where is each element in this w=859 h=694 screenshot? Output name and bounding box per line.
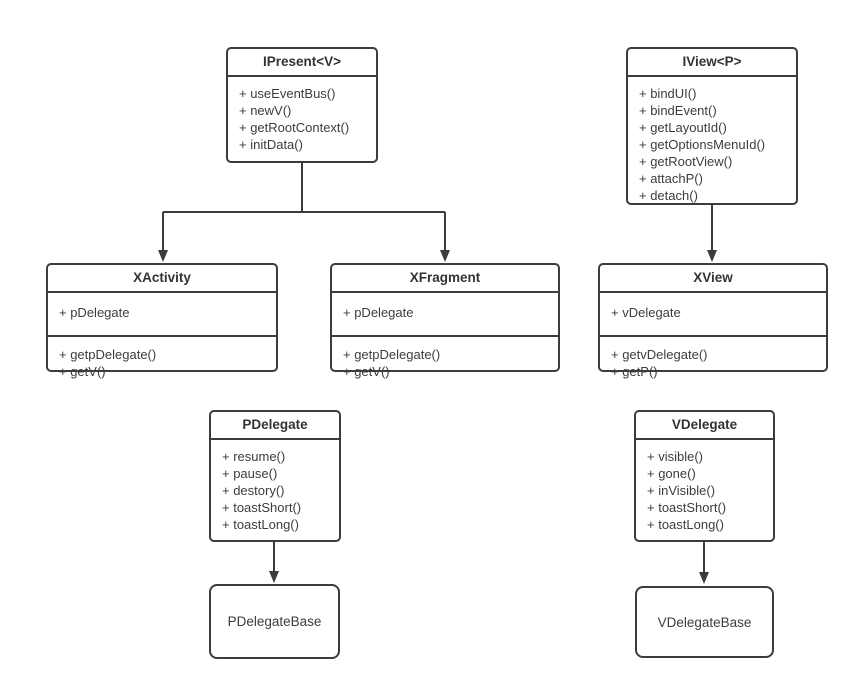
method: + bindEvent() <box>639 103 717 118</box>
attribute: + pDelegate <box>59 305 130 320</box>
class-attributes: + pDelegate <box>332 293 558 335</box>
method: + newV() <box>239 103 292 118</box>
class-iview: IView<P> + bindUI() + bindEvent() + getL… <box>626 47 798 205</box>
method: + useEventBus() <box>239 86 336 101</box>
class-methods: + bindUI() + bindEvent() + getLayoutId()… <box>628 77 796 204</box>
class-xactivity: XActivity + pDelegate + getpDelegate() +… <box>46 263 278 379</box>
method: + getV() <box>59 364 106 379</box>
method: + gone() <box>647 466 696 481</box>
class-pdelegatebase: PDelegateBase <box>209 584 340 659</box>
class-vdelegate: VDelegate + visible() + gone() + inVisib… <box>634 410 775 542</box>
class-title: IView<P> <box>628 49 796 77</box>
method: + getpDelegate() <box>343 347 441 362</box>
class-methods: + getpDelegate() + getV() <box>48 335 276 380</box>
class-methods: + getvDelegate() + getP() <box>600 335 826 380</box>
method: + getvDelegate() <box>611 347 708 362</box>
class-pdelegate: PDelegate + resume() + pause() + destory… <box>209 410 341 542</box>
method: + toastShort() <box>647 500 727 515</box>
attribute: + pDelegate <box>343 305 414 320</box>
class-methods: + resume() + pause() + destory() + toast… <box>211 440 339 533</box>
class-title: PDelegate <box>211 412 339 440</box>
class-methods: + getpDelegate() + getV() <box>332 335 558 380</box>
class-title: VDelegate <box>636 412 773 440</box>
class-title: XView <box>600 265 826 293</box>
method: + attachP() <box>639 171 703 186</box>
method: + getV() <box>343 364 390 379</box>
class-methods: + useEventBus() + newV() + getRootContex… <box>228 77 376 153</box>
class-title: PDelegateBase <box>227 614 322 629</box>
method: + getpDelegate() <box>59 347 157 362</box>
class-ipresent: IPresent<V> + useEventBus() + newV() + g… <box>226 47 378 163</box>
method: + getRootView() <box>639 154 733 169</box>
method: + inVisible() <box>647 483 716 498</box>
method: + bindUI() <box>639 86 697 101</box>
method: + initData() <box>239 137 303 152</box>
method: + detach() <box>639 188 698 203</box>
method: + destory() <box>222 483 285 498</box>
method: + getOptionsMenuId() <box>639 137 766 152</box>
method: + toastLong() <box>222 517 299 532</box>
method: + resume() <box>222 449 286 464</box>
class-xfragment: XFragment + pDelegate + getpDelegate() +… <box>330 263 560 379</box>
class-title: VDelegateBase <box>657 614 752 630</box>
method: + toastShort() <box>222 500 302 515</box>
class-title: IPresent<V> <box>228 49 376 77</box>
class-title: XFragment <box>332 265 558 293</box>
edge-ipresent-trunk <box>163 163 445 213</box>
class-title: XActivity <box>48 265 276 293</box>
method: + getP() <box>611 364 658 379</box>
class-methods: + visible() + gone() + inVisible() + toa… <box>636 440 773 533</box>
method: + toastLong() <box>647 517 724 532</box>
method: + getLayoutId() <box>639 120 727 135</box>
method: + pause() <box>222 466 278 481</box>
method: + getRootContext() <box>239 120 350 135</box>
class-vdelegatebase: VDelegateBase <box>635 586 774 658</box>
class-attributes: + vDelegate <box>600 293 826 335</box>
method: + visible() <box>647 449 703 464</box>
class-xview: XView + vDelegate + getvDelegate() + get… <box>598 263 828 379</box>
class-attributes: + pDelegate <box>48 293 276 335</box>
attribute: + vDelegate <box>611 305 681 320</box>
